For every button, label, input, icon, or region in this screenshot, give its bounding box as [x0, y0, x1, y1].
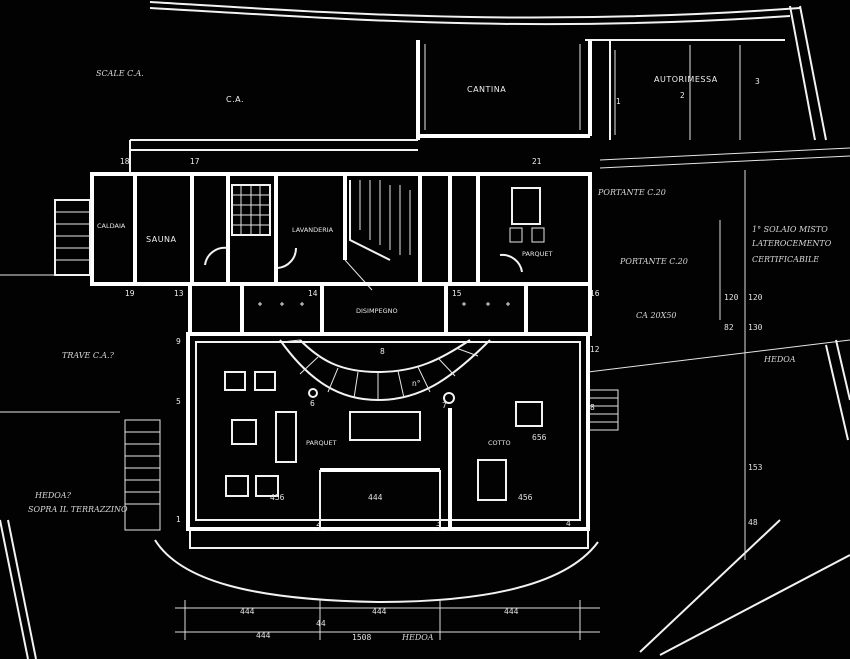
column-number-15: 15	[452, 289, 462, 298]
dimension-444-4: 444	[256, 631, 271, 640]
label-parquet-top: PARQUET	[522, 250, 552, 258]
column-number-19: 19	[125, 289, 135, 298]
terrace	[124, 389, 619, 604]
dimension-44: 44	[316, 619, 326, 628]
dimension-456-left: 456	[270, 493, 285, 502]
label-caldaia: CALDAIA	[97, 222, 126, 230]
column-number-3: 3	[436, 519, 441, 528]
note-laterocemento: LATEROCEMENTO	[751, 239, 832, 248]
dimension-82: 82	[724, 323, 734, 332]
note-certificabile: CERTIFICABILE	[752, 255, 819, 264]
dimension-48: 48	[748, 518, 758, 527]
note-hedoa: HEDOA?	[34, 491, 72, 500]
column-number-6: 6	[310, 399, 315, 408]
stair-mark-up: 8	[380, 347, 385, 356]
note-hedoa-bottom: HEDOA	[401, 633, 434, 642]
note-portante: PORTANTE C.20	[619, 257, 688, 266]
dimension-153: 153	[748, 463, 763, 472]
note-ca-20x50: CA 20X50	[636, 311, 677, 320]
note-trave: TRAVE C.A.?	[62, 351, 115, 360]
garage-number-2: 2	[680, 91, 685, 100]
column-number-12: 12	[590, 345, 600, 354]
label-cantina: CANTINA	[467, 85, 506, 94]
garage-number-1: 1	[616, 97, 621, 106]
label-parquet-main: PARQUET	[306, 439, 336, 447]
dimension-444-3: 444	[504, 607, 519, 616]
dimension-444-1: 444	[240, 607, 255, 616]
main-floor	[186, 332, 590, 531]
column-number-5: 5	[176, 397, 181, 406]
column-number-4: 4	[566, 519, 571, 528]
stair-mark-n: n°	[412, 379, 421, 388]
label-ca: C.A.	[226, 95, 244, 104]
column-number-18: 18	[120, 157, 130, 166]
column-number-21: 21	[532, 157, 542, 166]
dimension-656: 656	[532, 433, 547, 442]
column-number-17: 17	[190, 157, 200, 166]
service-wing	[54, 139, 592, 291]
label-disimpegno: DISIMPEGNO	[356, 307, 398, 315]
label-lavanderia: LAVANDERIA	[292, 226, 334, 234]
upper-rooms	[416, 39, 785, 140]
column-number-2: 2	[316, 519, 321, 528]
note-sporto: PORTANTE C.20	[597, 188, 666, 197]
dimension-lines	[175, 170, 746, 640]
column-number-8: 8	[590, 403, 595, 412]
dimension-120b: 120	[724, 293, 739, 302]
dimension-444-mid: 444	[368, 493, 383, 502]
note-sopra-terrazzo: SOPRA IL TERRAZZINO	[28, 505, 128, 514]
dimension-456-right: 456	[518, 493, 533, 502]
label-scale-ca: SCALE C.A.	[96, 69, 144, 78]
note-hedoa-right: HEDOA	[763, 355, 796, 364]
garage-number-3: 3	[755, 77, 760, 86]
column-number-16: 16	[590, 289, 600, 298]
dimension-120: 120	[748, 293, 763, 302]
column-number-14: 14	[308, 289, 318, 298]
label-autorimessa: AUTORIMESSA	[654, 75, 718, 84]
label-sauna: SAUNA	[146, 235, 177, 244]
column-number-9: 9	[176, 337, 181, 346]
column-number-7: 7	[442, 401, 447, 410]
label-cotto: COTTO	[488, 439, 511, 447]
dimension-444-2: 444	[372, 607, 387, 616]
dimension-130: 130	[748, 323, 763, 332]
column-number-1: 1	[176, 515, 181, 524]
dimension-1508: 1508	[352, 633, 371, 642]
column-number-13: 13	[174, 289, 184, 298]
note-solaio: 1° SOLAIO MISTO	[752, 225, 828, 234]
